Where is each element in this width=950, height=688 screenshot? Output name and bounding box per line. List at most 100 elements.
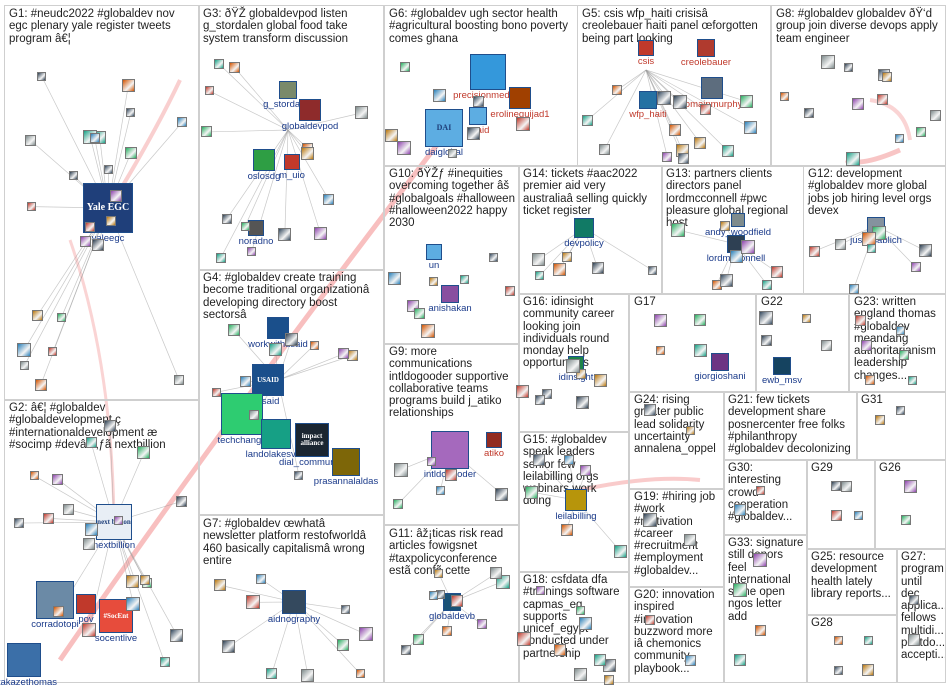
minor-vertex[interactable] xyxy=(393,462,408,477)
minor-vertex[interactable] xyxy=(862,664,874,676)
minor-vertex[interactable] xyxy=(489,253,499,263)
minor-vertex[interactable] xyxy=(867,244,877,254)
minor-vertex[interactable] xyxy=(490,567,503,580)
minor-vertex[interactable] xyxy=(833,665,843,675)
minor-vertex[interactable] xyxy=(229,61,241,73)
minor-vertex[interactable] xyxy=(385,129,399,143)
minor-vertex[interactable] xyxy=(684,654,696,666)
minor-vertex[interactable] xyxy=(656,90,671,105)
minor-vertex[interactable] xyxy=(294,470,304,480)
minor-vertex[interactable] xyxy=(733,583,747,597)
minor-vertex[interactable] xyxy=(126,107,136,117)
minor-vertex[interactable] xyxy=(860,339,872,351)
minor-vertex[interactable] xyxy=(677,153,689,165)
minor-vertex[interactable] xyxy=(720,221,731,232)
minor-vertex[interactable] xyxy=(653,313,667,327)
minor-vertex[interactable] xyxy=(284,332,298,346)
minor-vertex[interactable] xyxy=(575,396,589,410)
minor-vertex[interactable] xyxy=(84,222,95,233)
minor-vertex[interactable] xyxy=(662,151,673,162)
minor-vertex[interactable] xyxy=(854,314,866,326)
minor-vertex[interactable] xyxy=(442,625,453,636)
minor-vertex[interactable] xyxy=(81,622,96,637)
minor-vertex[interactable] xyxy=(564,455,575,466)
minor-vertex[interactable] xyxy=(204,86,214,96)
minor-vertex[interactable] xyxy=(533,454,546,467)
minor-vertex[interactable] xyxy=(124,146,137,159)
minor-vertex[interactable] xyxy=(84,523,98,537)
minor-vertex[interactable] xyxy=(575,605,585,615)
minor-vertex[interactable] xyxy=(392,499,403,510)
minor-vertex[interactable] xyxy=(614,545,628,559)
minor-vertex[interactable] xyxy=(845,152,860,167)
minor-vertex[interactable] xyxy=(301,147,315,161)
minor-vertex[interactable] xyxy=(85,437,97,449)
minor-vertex[interactable] xyxy=(694,136,707,149)
minor-vertex[interactable] xyxy=(882,71,892,82)
minor-vertex[interactable] xyxy=(554,644,566,656)
minor-vertex[interactable] xyxy=(645,615,655,625)
minor-vertex[interactable] xyxy=(574,668,588,682)
minor-vertex[interactable] xyxy=(126,575,140,589)
minor-vertex[interactable] xyxy=(428,590,438,600)
minor-vertex[interactable] xyxy=(753,553,767,567)
minor-vertex[interactable] xyxy=(340,604,350,614)
minor-vertex[interactable] xyxy=(594,654,606,666)
minor-vertex[interactable] xyxy=(400,61,411,72)
minor-vertex[interactable] xyxy=(910,261,921,272)
minor-vertex[interactable] xyxy=(895,405,905,415)
minor-vertex[interactable] xyxy=(301,669,315,683)
minor-vertex[interactable] xyxy=(541,388,552,399)
minor-vertex[interactable] xyxy=(413,308,425,320)
minor-vertex[interactable] xyxy=(17,343,32,358)
minor-vertex[interactable] xyxy=(754,624,766,636)
minor-vertex[interactable] xyxy=(89,132,100,143)
minor-vertex[interactable] xyxy=(400,645,411,656)
minor-vertex[interactable] xyxy=(467,127,480,141)
minor-vertex[interactable] xyxy=(48,347,58,357)
minor-vertex[interactable] xyxy=(762,279,773,290)
minor-vertex[interactable] xyxy=(843,63,853,73)
minor-vertex[interactable] xyxy=(591,262,604,275)
minor-vertex[interactable] xyxy=(266,668,278,680)
minor-vertex[interactable] xyxy=(694,314,706,326)
minor-vertex[interactable] xyxy=(734,504,746,516)
minor-vertex[interactable] xyxy=(903,479,917,493)
minor-vertex[interactable] xyxy=(433,89,447,103)
minor-vertex[interactable] xyxy=(103,420,116,433)
minor-vertex[interactable] xyxy=(848,283,859,294)
minor-vertex[interactable] xyxy=(103,164,113,174)
minor-vertex[interactable] xyxy=(214,59,225,70)
minor-vertex[interactable] xyxy=(909,595,919,605)
minor-vertex[interactable] xyxy=(114,515,124,525)
minor-vertex[interactable] xyxy=(899,350,909,360)
minor-vertex[interactable] xyxy=(159,657,170,668)
minor-vertex[interactable] xyxy=(560,524,573,537)
minor-vertex[interactable] xyxy=(801,313,811,323)
minor-vertex[interactable] xyxy=(553,262,567,276)
minor-vertex[interactable] xyxy=(170,628,184,642)
minor-vertex[interactable] xyxy=(337,638,350,651)
minor-vertex[interactable] xyxy=(309,340,319,350)
minor-vertex[interactable] xyxy=(355,106,369,120)
minor-vertex[interactable] xyxy=(719,273,733,287)
minor-vertex[interactable] xyxy=(447,148,457,158)
minor-vertex[interactable] xyxy=(611,85,622,96)
minor-vertex[interactable] xyxy=(214,579,227,592)
minor-vertex[interactable] xyxy=(894,133,904,143)
minor-vertex[interactable] xyxy=(593,373,607,387)
minor-vertex[interactable] xyxy=(863,635,873,645)
minor-vertex[interactable] xyxy=(685,425,695,435)
minor-vertex[interactable] xyxy=(809,245,821,257)
minor-vertex[interactable] xyxy=(915,127,926,138)
minor-vertex[interactable] xyxy=(43,512,55,524)
minor-vertex[interactable] xyxy=(176,495,188,507)
minor-vertex[interactable] xyxy=(34,379,47,392)
minor-vertex[interactable] xyxy=(174,375,185,386)
minor-vertex[interactable] xyxy=(79,236,91,248)
minor-vertex[interactable] xyxy=(535,270,545,280)
minor-vertex[interactable] xyxy=(495,487,509,501)
minor-vertex[interactable] xyxy=(428,277,438,287)
minor-vertex[interactable] xyxy=(833,635,843,645)
minor-vertex[interactable] xyxy=(684,534,696,546)
